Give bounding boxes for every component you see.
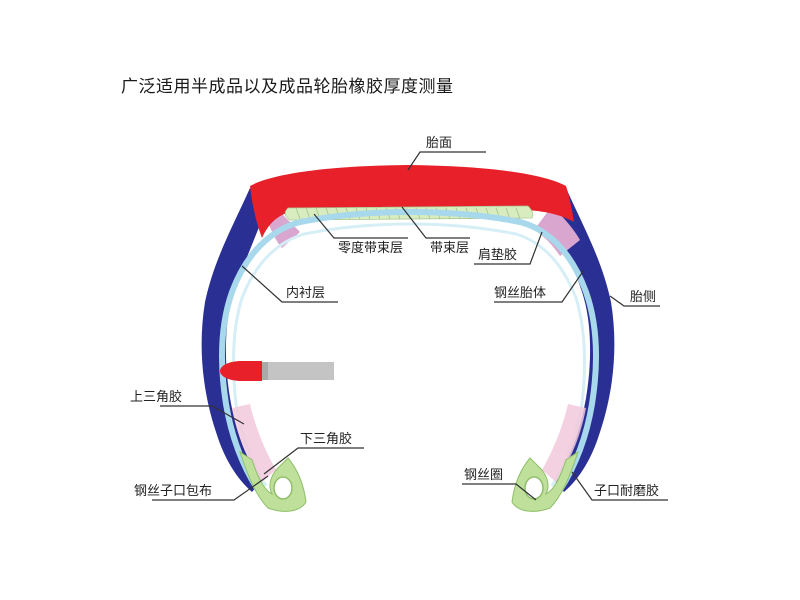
probe-band bbox=[262, 362, 268, 380]
leader-chafer bbox=[571, 471, 668, 501]
label-carcass: 钢丝胎体 bbox=[494, 286, 546, 301]
leader-inner-liner bbox=[241, 265, 338, 303]
shoulder-pad-right bbox=[534, 206, 580, 256]
leader-bead-wrap bbox=[152, 475, 269, 501]
label-tread: 胎面 bbox=[426, 136, 452, 151]
label-shoulder-pad: 肩垫胶 bbox=[478, 247, 517, 263]
bead-wire-right bbox=[524, 476, 544, 500]
label-zero-belt: 零度带束层 bbox=[338, 240, 403, 256]
leader-bead-ring bbox=[462, 483, 537, 501]
label-bead-wrap: 钢丝子口包布 bbox=[134, 484, 212, 499]
inner-liner bbox=[232, 222, 586, 487]
leader-upper-apex bbox=[160, 405, 245, 425]
leader-shoulder-pad bbox=[474, 231, 543, 265]
tread bbox=[250, 165, 574, 238]
label-bead-ring: 钢丝圈 bbox=[464, 468, 503, 483]
carcass-ply bbox=[219, 208, 599, 492]
probe-tip bbox=[220, 361, 262, 381]
page-title: 广泛适用半成品以及成品轮胎橡胶厚度测量 bbox=[121, 77, 454, 97]
label-inner-liner: 内衬层 bbox=[286, 285, 325, 301]
sidewall-right bbox=[550, 188, 615, 492]
label-sidewall: 胎侧 bbox=[630, 290, 656, 305]
label-belt: 带束层 bbox=[430, 241, 469, 256]
probe-body bbox=[262, 362, 334, 380]
leader-carcass bbox=[494, 269, 585, 303]
leader-lower-apex bbox=[263, 447, 364, 475]
label-upper-apex: 上三角胶 bbox=[130, 389, 182, 405]
label-chafer: 子口耐磨胶 bbox=[594, 483, 659, 499]
bead-wire-left bbox=[273, 476, 293, 500]
leader-belt bbox=[401, 206, 470, 239]
label-lower-apex: 下三角胶 bbox=[300, 431, 352, 447]
apex-right bbox=[542, 404, 586, 482]
sidewall-left bbox=[201, 188, 266, 492]
leader-tread bbox=[407, 151, 486, 171]
leader-zero-belt bbox=[313, 213, 408, 239]
leader-sidewall bbox=[609, 295, 660, 307]
